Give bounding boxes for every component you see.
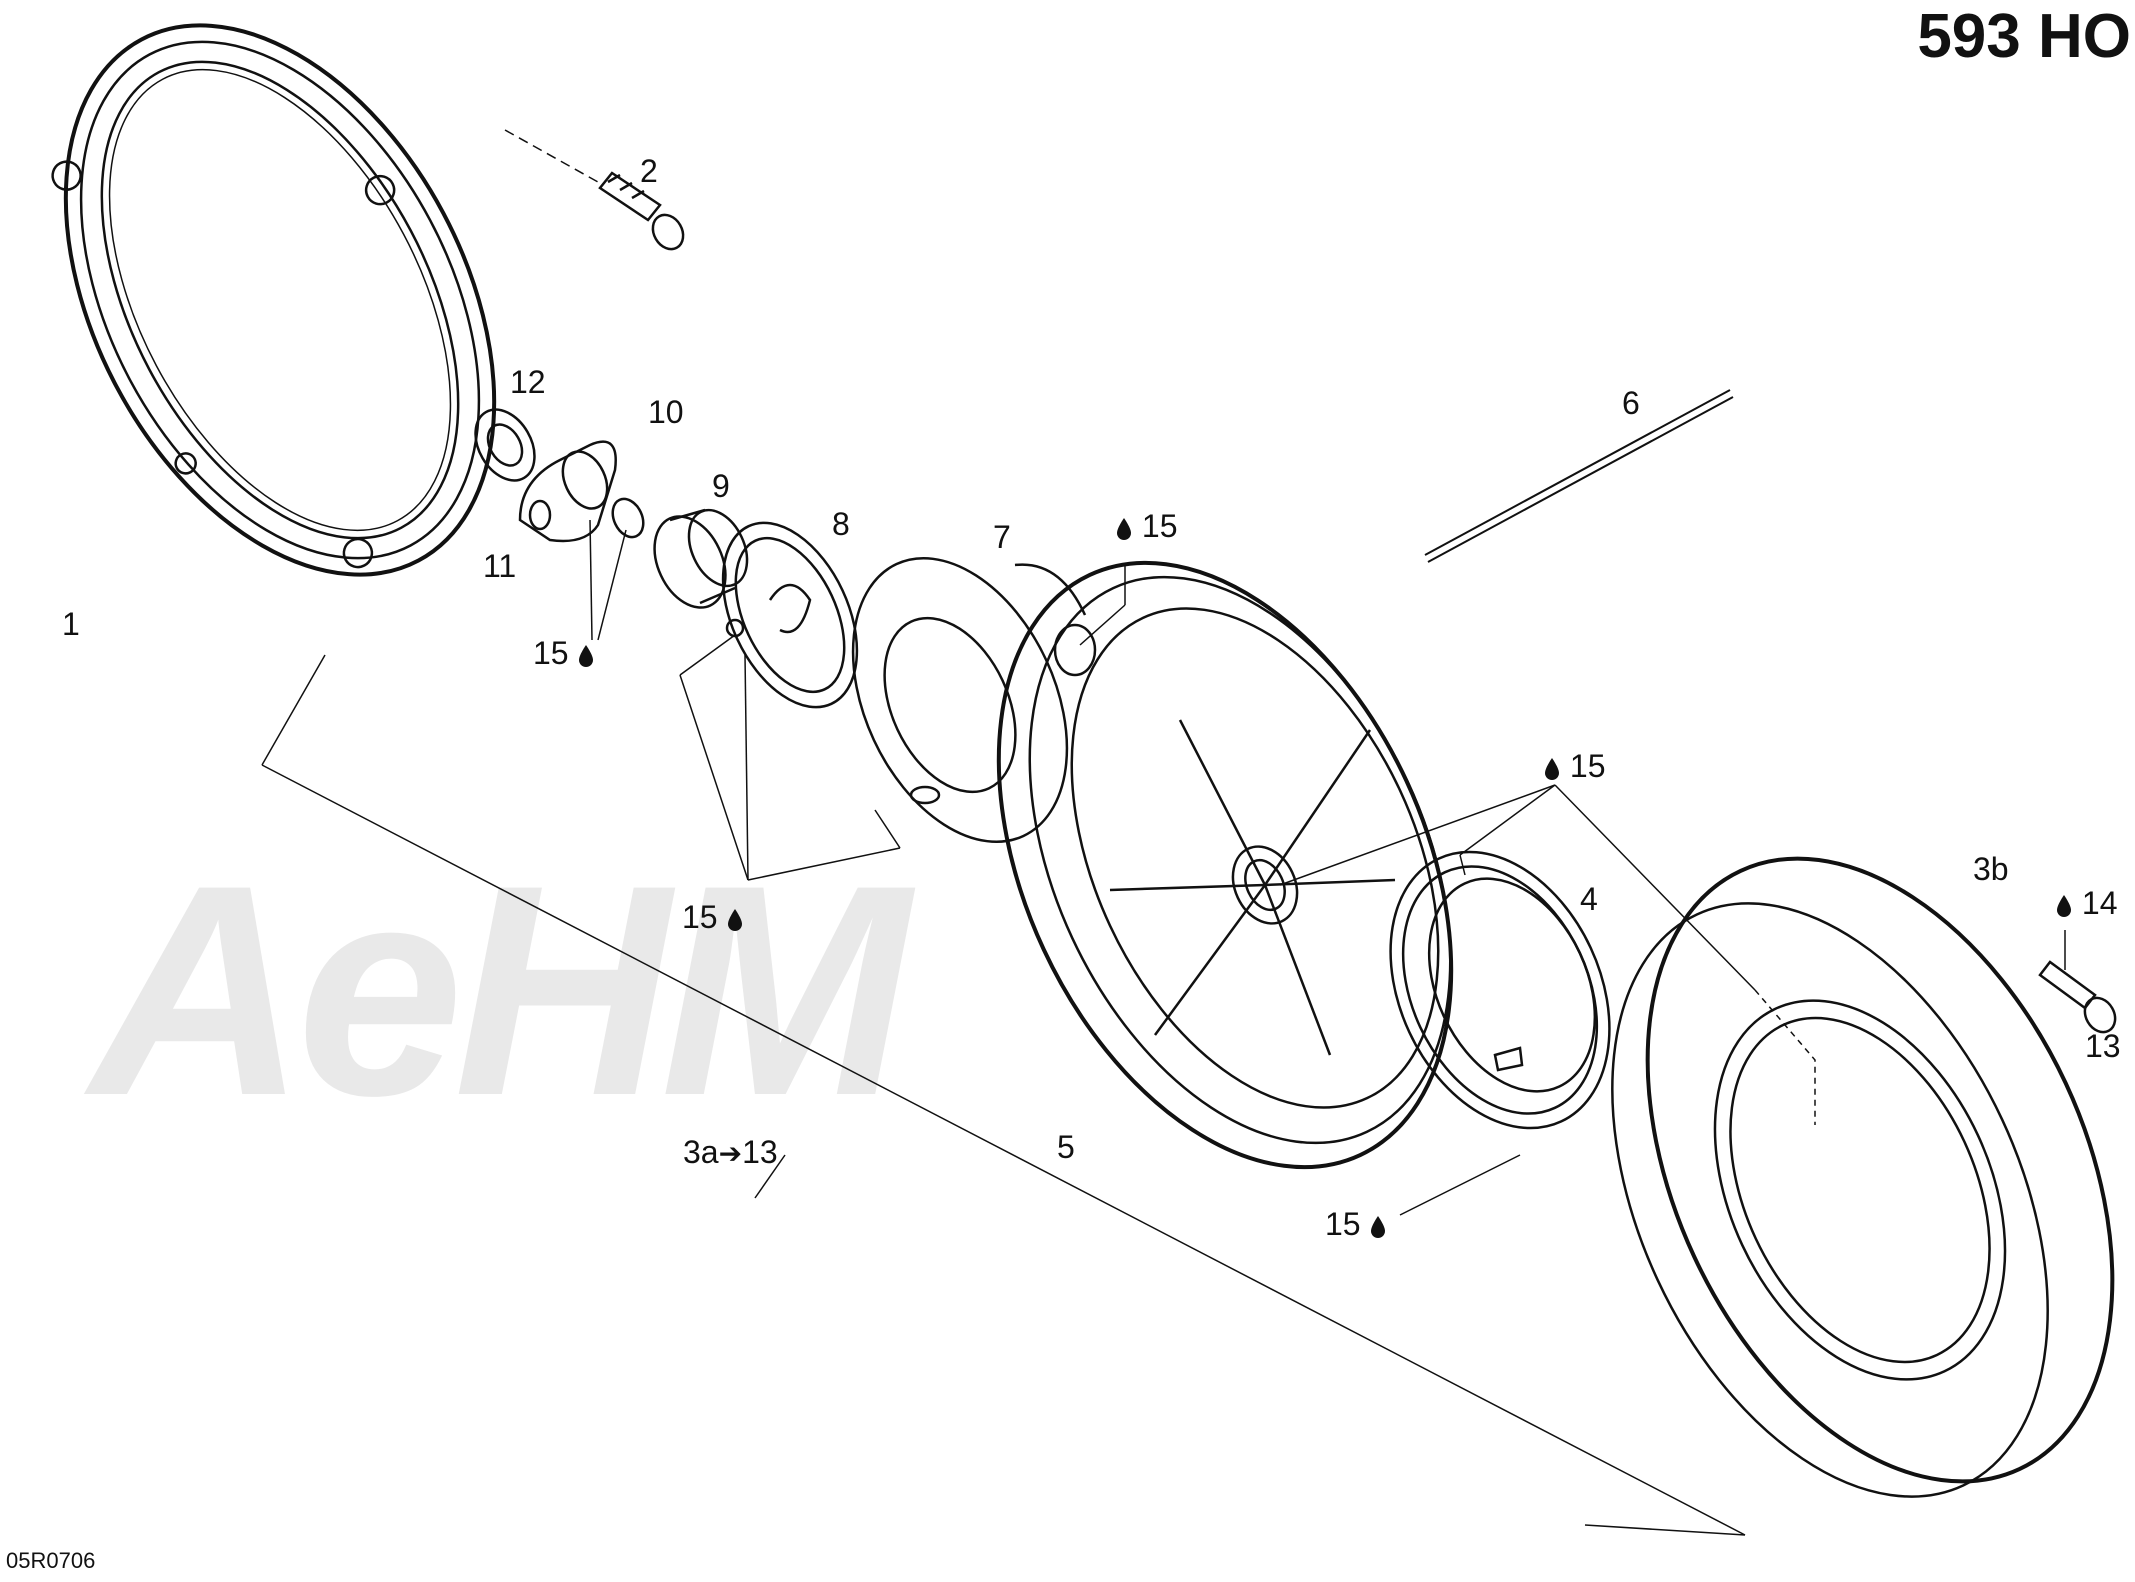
watermark: AeHM [90,822,910,1158]
callout-15-a-number: 15 [533,635,569,671]
callout-15-c-number: 15 [682,899,718,935]
recoil-spring-part-4 [1389,850,1611,1130]
starter-rope-part-6 [1424,389,1734,563]
housing-ring [51,23,497,577]
callout-6: 6 [1622,385,1640,421]
plate-part-11 [518,440,617,543]
callout-3a-range: 3a➔13 [683,1136,778,1168]
callout-12: 12 [510,364,546,400]
callout-7: 7 [993,519,1011,555]
callout-15-d-number: 15 [1569,748,1606,784]
oil-drop-icon [1371,1215,1386,1238]
lock-washer-part-12 [474,408,536,482]
callout-15-e-number: 15 [1325,1206,1361,1242]
oil-drop-icon [1117,517,1131,540]
arrow-right-icon: ➔ [718,1137,743,1170]
oil-drop-icon [728,908,743,931]
callout-3b: 3b [1973,851,2009,887]
washer-part-10 [611,497,645,539]
figure-code: 05R0706 [6,1548,96,1573]
callout-15-c: 15 [682,901,744,933]
callout-2: 2 [640,153,658,189]
callout-14-number: 14 [2081,885,2118,921]
oil-drop-icon [2057,894,2071,917]
bushing-part-9 [653,508,749,609]
callout-8: 8 [832,506,850,542]
oil-drop-icon [1545,757,1559,780]
callout-9: 9 [712,468,730,504]
model-title: 593 HO [1917,2,2131,71]
callout-11: 11 [483,548,517,584]
bolt-part-13 [2038,960,2117,1034]
starter-cover-part-3b [1611,856,2115,1498]
callout-3a: 3a [683,1134,719,1170]
bolt-part-2 [598,171,685,251]
callout-5: 5 [1057,1129,1075,1165]
callout-13: 13 [2085,1028,2121,1064]
oil-drop-icon [579,644,594,667]
spring-cup-part-8 [721,521,859,709]
pulley-part-5 [996,560,1454,1170]
callout-1: 1 [62,606,80,642]
callout-14: 14 [2055,887,2117,919]
callout-15-e: 15 [1325,1208,1387,1240]
callout-15-d: 15 [1543,750,1605,782]
callout-3a-end: 13 [742,1134,778,1170]
callout-15-b-number: 15 [1141,508,1178,544]
callout-15-b: 15 [1115,510,1177,542]
callout-4: 4 [1580,881,1598,917]
callout-15-a: 15 [533,637,595,669]
callout-10: 10 [648,394,684,430]
cam-part-7 [851,556,1097,844]
